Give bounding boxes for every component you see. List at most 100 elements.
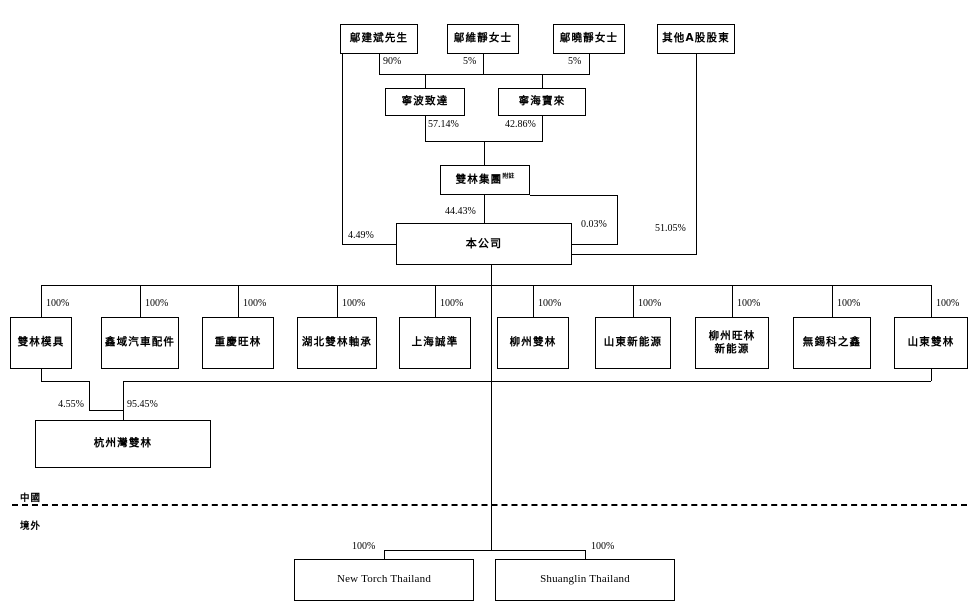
node-label: 雙林模具 [17,336,65,349]
node-shuanglin-mould: 雙林模具 [10,317,72,369]
pct-sub-liuzhou-shuanglin: 100% [538,298,562,309]
edge-drop-shandong-new-energy [633,285,634,317]
pct-5-weijing: 5% [463,56,477,67]
node-the-company: 本公司 [396,223,572,265]
pct-sub-shanghai-chengzhun: 100% [440,298,464,309]
pct-42-86: 42.86% [505,119,536,130]
node-xinyu-auto-parts: 鑫域汽車配件 [101,317,179,369]
node-shuanglin-thailand: Shuanglin Thailand [495,559,675,601]
node-label: 上海誠準 [411,336,459,349]
edge-drop-shuanglin-thailand [585,550,586,559]
edge-0-03-horizontal [572,244,618,245]
edge-0-03-vertical [617,195,618,244]
edge-drop-new-torch-thailand [384,550,385,559]
edge-ninghai-baolai-stem [542,74,543,88]
node-label: 其他A股股東 [662,32,730,45]
edge-0-03-from-group [530,195,618,196]
edge-4-55-vertical-b [89,381,90,410]
node-liuzhou-shuanglin: 柳州雙林 [497,317,569,369]
pct-95-45: 95.45% [127,399,158,410]
node-ningbo-zhida: 寧波致達 [385,88,465,116]
edge-ningbo-zhida-stem [425,74,426,88]
node-wu-weijing: 鄔維靜女士 [447,24,519,54]
edge-wujianbin-down [379,54,380,74]
edge-drop-shuanglin-mould [41,285,42,317]
edge-4-55-horizontal [41,381,89,382]
node-label: 雙林集團附註 [454,173,517,187]
edge-51-05-horizontal [572,254,697,255]
pct-5-xiaojing: 5% [568,56,582,67]
pct-57-14: 57.14% [428,119,459,130]
edge-95-45-horizontal [123,381,931,382]
node-label: 鄔建斌先生 [349,32,409,45]
jurisdiction-divider [12,504,967,506]
node-label: 山東新能源 [603,336,663,349]
edge-ninghai-baolai-down [542,116,543,141]
edge-subsidiary-bus [41,285,931,286]
edge-bus-ningbo-zhida [379,74,484,75]
edge-drop-liuzhou-shuanglin [533,285,534,317]
node-label: 鄔曉靜女士 [559,32,619,45]
node-shuanglin-group: 雙林集團附註 [440,165,530,195]
pct-4-49: 4.49% [348,230,374,241]
edge-drop-shandong-shuanglin [931,285,932,317]
node-liuzhou-wanglin-new-energy: 柳州旺林 新能源 [695,317,769,369]
node-shanghai-chengzhun: 上海誠準 [399,317,471,369]
pct-44-43: 44.43% [445,206,476,217]
edge-4-55-vertical-a [41,369,42,381]
region-label-offshore: 境外 [20,521,42,532]
edge-4-49-horizontal [342,244,397,245]
edge-wuweijing-down [483,54,484,74]
node-new-torch-thailand: New Torch Thailand [294,559,474,601]
edge-company-spine [491,265,492,550]
node-hubei-shuanglin-bearing: 湖北雙林軸承 [297,317,377,369]
node-shandong-new-energy: 山東新能源 [595,317,671,369]
pct-sub-shandong-new-energy: 100% [638,298,662,309]
node-wu-jianbin: 鄔建斌先生 [340,24,418,54]
edge-bus-ninghai-baolai [483,74,590,75]
edge-wuxiaojing-down [589,54,590,74]
pct-sub-wuxi-kezhixin: 100% [837,298,861,309]
node-ninghai-baolai: 寧海寶來 [498,88,586,116]
pct-thailand-new-torch: 100% [352,541,376,552]
pct-0-03: 0.03% [581,219,607,230]
pct-sub-xinyu-auto: 100% [145,298,169,309]
node-label: 重慶旺林 [214,336,262,349]
node-label: 寧波致達 [401,95,449,108]
edge-drop-chongqing-wanglin [238,285,239,317]
pct-sub-chongqing-wanglin: 100% [243,298,267,309]
pct-90: 90% [383,56,402,67]
pct-51-05: 51.05% [655,223,686,234]
node-label: 湖北雙林軸承 [301,336,373,349]
node-label: 柳州雙林 [509,336,557,349]
edge-offshore-bus [384,550,586,551]
node-label: 柳州旺林 新能源 [708,329,756,355]
pct-sub-shuanglin-mould: 100% [46,298,70,309]
node-label: 杭州灣雙林 [93,437,153,450]
node-label: 山東雙林 [907,336,955,349]
node-label: 本公司 [465,237,503,251]
edge-group-stem [484,141,485,165]
edge-drop-wuxi-kezhixin [832,285,833,317]
edge-ningbo-zhida-down [425,116,426,141]
node-group-name: 雙林集團 [455,173,503,186]
node-label: 鑫域汽車配件 [104,336,176,349]
node-label: New Torch Thailand [336,573,432,586]
pct-sub-hubei-bearing: 100% [342,298,366,309]
node-hangzhouwan-shuanglin: 杭州灣雙林 [35,420,211,468]
edge-4-55-join [89,410,123,411]
node-other-a-share-holders: 其他A股股東 [657,24,735,54]
node-label: 無錫科之鑫 [802,336,862,349]
edge-44-43-vertical [484,195,485,223]
region-label-china: 中國 [20,493,42,504]
edge-drop-liuzhou-wanglin-ne [732,285,733,317]
edge-drop-shanghai-chengzhun [435,285,436,317]
node-label: Shuanglin Thailand [540,573,630,586]
edge-drop-hubei-bearing [337,285,338,317]
pct-sub-liuzhou-wanglin-ne: 100% [737,298,761,309]
edge-51-05-vertical [696,54,697,254]
edge-4-49-vertical [342,54,343,244]
pct-sub-shandong-shuanglin: 100% [936,298,960,309]
pct-thailand-shuanglin: 100% [591,541,615,552]
